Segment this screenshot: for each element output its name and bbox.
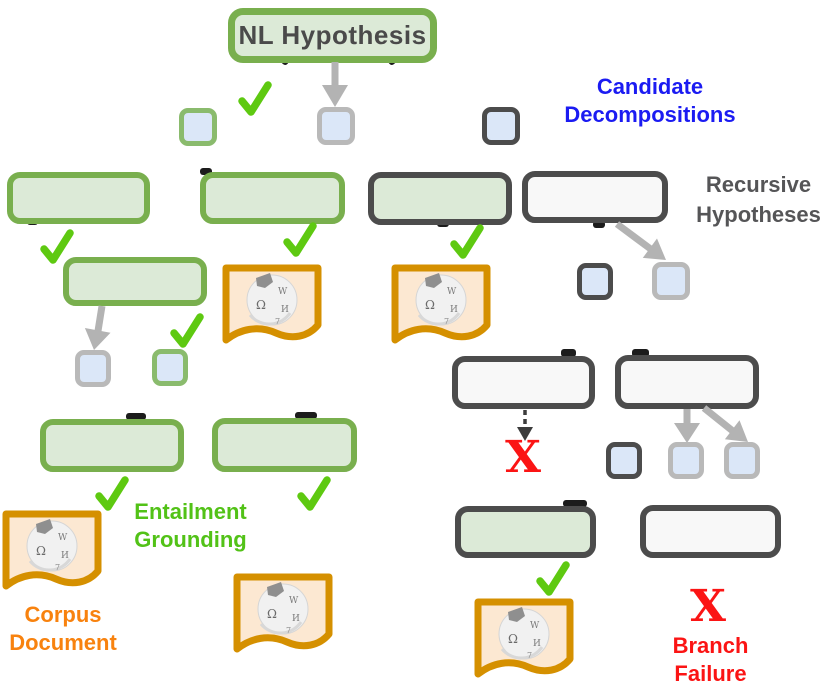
connector-stub — [295, 412, 317, 419]
sub-candidate-square — [577, 263, 613, 300]
wikipedia-document-icon: Ω W И 7 — [474, 598, 574, 678]
x-mark-icon: X — [505, 432, 541, 483]
svg-text:Ω: Ω — [508, 632, 518, 646]
svg-text:И: И — [281, 305, 289, 315]
svg-text:Ω: Ω — [36, 544, 46, 558]
sub-candidate-square — [668, 442, 704, 479]
sub-candidate-square — [75, 350, 111, 387]
hypothesis-box-1 — [7, 172, 150, 224]
sub-candidate-square — [724, 442, 760, 479]
connector-stub — [200, 168, 212, 175]
hypothesis-box-6 — [615, 355, 759, 409]
checkmark-icon — [283, 222, 317, 257]
hypothesis-box-10 — [640, 505, 781, 558]
sub-hypothesis-box — [63, 257, 207, 306]
candidate-square-alternative — [482, 107, 520, 145]
svg-text:7: 7 — [55, 563, 60, 572]
checkmark-icon — [95, 476, 129, 511]
checkmark-icon — [450, 224, 484, 259]
down-right-arrow-icon — [701, 405, 748, 442]
connector-stub — [561, 349, 576, 357]
wikipedia-document-icon: Ω W И 7 — [233, 573, 333, 653]
hypothesis-box-3 — [368, 172, 512, 225]
candidate-square-selected — [317, 107, 355, 145]
wikipedia-document-icon: Ω W И 7 — [391, 264, 491, 344]
wikipedia-document-icon: Ω W И 7 — [2, 510, 102, 590]
hypothesis-box-9 — [455, 506, 596, 558]
hypothesis-box-8 — [212, 418, 357, 472]
svg-text:W: W — [530, 621, 540, 631]
down-arrow-icon — [322, 62, 348, 107]
down-arrow-icon — [674, 409, 700, 443]
candidate-square-accepted — [179, 108, 217, 146]
checkmark-icon — [170, 313, 204, 348]
svg-text:Ω: Ω — [267, 607, 277, 621]
down-right-arrow-icon — [614, 221, 666, 260]
entailment-grounding-label: Entailment Grounding — [134, 499, 247, 552]
svg-text:W: W — [58, 533, 68, 543]
svg-text:Ω: Ω — [425, 298, 435, 312]
checkmark-icon — [297, 476, 331, 511]
connector-stub — [126, 413, 146, 420]
hypothesis-box-5 — [452, 356, 595, 409]
svg-text:Ω: Ω — [256, 298, 266, 312]
svg-text:W: W — [289, 596, 299, 606]
svg-text:7: 7 — [444, 317, 449, 326]
nl-hypothesis-box: NL Hypothesis — [228, 8, 437, 63]
checkmark-icon — [40, 229, 74, 264]
connector-stub — [593, 221, 605, 228]
sub-candidate-square-accepted — [152, 349, 188, 386]
branch-failure-label: Branch Failure — [672, 633, 749, 686]
svg-text:7: 7 — [527, 651, 532, 660]
x-mark-icon: X — [690, 581, 726, 632]
svg-text:W: W — [447, 287, 457, 297]
hypothesis-box-2 — [200, 172, 345, 224]
svg-text:И: И — [61, 551, 69, 561]
svg-text:W: W — [278, 287, 288, 297]
hypothesis-box-7 — [40, 419, 184, 472]
sub-candidate-square — [606, 442, 642, 479]
recursive-hypotheses-label: Recursive Hypotheses — [687, 166, 830, 234]
svg-text:И: И — [450, 305, 458, 315]
hypothesis-box-4 — [522, 171, 668, 223]
svg-text:7: 7 — [286, 626, 291, 635]
connector-stub — [563, 500, 587, 507]
sub-candidate-square-selected — [652, 262, 690, 300]
nl-hypothesis-label: NL Hypothesis — [238, 20, 427, 50]
checkmark-icon — [238, 81, 272, 116]
checkmark-icon — [536, 561, 570, 596]
corpus-document-label: Corpus Document — [9, 602, 117, 655]
svg-text:И: И — [533, 639, 541, 649]
svg-text:7: 7 — [275, 317, 280, 326]
svg-text:И: И — [292, 614, 300, 624]
dashed-down-arrow-icon — [517, 410, 533, 441]
down-arrow-icon — [84, 305, 111, 350]
wikipedia-document-icon: Ω W И 7 — [222, 264, 322, 344]
connector-stub — [632, 349, 649, 357]
candidate-decompositions-label: Candidate Decompositions — [564, 74, 736, 127]
